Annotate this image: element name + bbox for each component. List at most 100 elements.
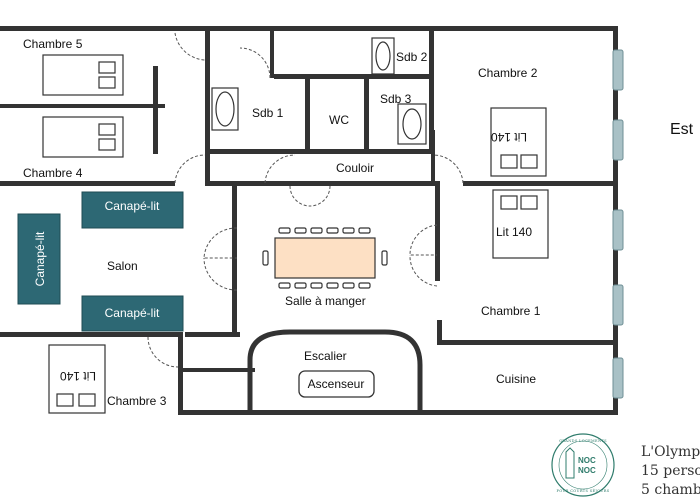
- chair-icon: [358, 282, 371, 289]
- label-chambre4: Chambre 4: [23, 166, 83, 180]
- window-1: [612, 49, 624, 91]
- wall-dining-right: [435, 181, 440, 281]
- walls: [0, 26, 618, 415]
- window-3: [612, 209, 624, 251]
- label-canape-bottom: Canapé-lit: [105, 306, 160, 320]
- wall-salon-bottom: [0, 332, 180, 337]
- pillow-icon: [98, 76, 116, 89]
- bed-chambre5-frame: [42, 54, 124, 96]
- info-line2: 15 perso: [641, 463, 700, 479]
- logo-bottom-text: POUR COURTS SÉJOURS: [557, 488, 610, 493]
- windows: [612, 49, 624, 399]
- chair-icon: [326, 227, 339, 234]
- pillow-icon: [520, 195, 538, 210]
- dining-table-top: [274, 237, 376, 279]
- pillow-icon: [500, 195, 518, 210]
- door-sdb1: [239, 47, 271, 79]
- info-line1: L'Olympe: [641, 444, 700, 460]
- label-wc: WC: [329, 113, 349, 127]
- door-chambre5: [174, 32, 206, 61]
- outer-wall-top: [0, 26, 618, 31]
- chair-icon: [262, 250, 269, 266]
- wall-sdb2-bottom: [274, 74, 434, 79]
- window-2: [612, 119, 624, 161]
- chair-icon: [278, 227, 291, 234]
- wall-c2-bottom: [463, 181, 618, 186]
- wall-wc-right: [364, 78, 369, 154]
- chair-icon: [342, 227, 355, 234]
- sofa-bed-top: [81, 191, 184, 229]
- label-sdb1: Sdb 1: [252, 106, 284, 120]
- shower-sdb3: [397, 103, 427, 145]
- bed-label-chambre2: Lit 140: [491, 130, 527, 144]
- stair-arch: [247, 329, 423, 412]
- chairs-top: [278, 227, 371, 234]
- label-ascenseur: Ascenseur: [308, 377, 365, 391]
- bed-chambre4: [42, 116, 124, 158]
- compass-label: Est: [670, 121, 694, 138]
- pillow-icon: [520, 154, 538, 169]
- bed-chambre4-frame: [42, 116, 124, 158]
- chair-icon: [310, 282, 323, 289]
- door-chambre4: [174, 154, 206, 184]
- info-line3: 5 chambr: [641, 482, 700, 498]
- logo-line2: NOC: [578, 466, 596, 475]
- sofa-bed-bottom: [81, 295, 184, 332]
- bed-chambre5: [42, 54, 124, 96]
- label-chambre5: Chambre 5: [23, 37, 83, 51]
- wall-c5-c4: [0, 104, 165, 108]
- wall-sdb1-top-divider: [270, 31, 274, 78]
- wall-c5-c4-post: [153, 66, 158, 154]
- bed-label-chambre1: Lit 140: [496, 225, 532, 239]
- pillow-icon: [500, 154, 518, 169]
- wall-couloir-right: [431, 130, 435, 186]
- doors: [147, 32, 464, 368]
- chairs-bottom: [278, 282, 371, 289]
- chair-icon: [294, 282, 307, 289]
- wall-bath-bottom: [205, 149, 431, 154]
- chair-icon: [381, 250, 388, 266]
- door-key-icon: [565, 447, 575, 479]
- pillow-icon: [56, 393, 74, 407]
- wall-couloir-bottom: [265, 181, 433, 186]
- door-chambre2: [432, 154, 464, 184]
- label-salon: Salon: [107, 259, 138, 273]
- door-chambre1: [409, 224, 438, 287]
- pillow-icon: [78, 393, 96, 407]
- wall-c4-bottom: [0, 181, 175, 186]
- logo-inner-ring: [558, 440, 608, 490]
- logo-line1: NOC: [578, 456, 596, 465]
- label-sdb2: Sdb 2: [396, 50, 428, 64]
- pillow-icon: [98, 138, 116, 151]
- shower-basin: [402, 108, 422, 140]
- chair-icon: [342, 282, 355, 289]
- wall-salon-right: [232, 181, 237, 336]
- bathtub-basin: [215, 91, 235, 127]
- shower-basin: [375, 41, 391, 71]
- label-canape-left: Canapé-lit: [33, 231, 47, 286]
- window-5: [612, 357, 624, 399]
- wall-chambre3-right: [178, 332, 183, 415]
- label-cuisine: Cuisine: [496, 372, 536, 386]
- label-sdb3: Sdb 3: [380, 92, 412, 106]
- bed-chambre1: [492, 189, 549, 259]
- wall-salon-bottom-right: [185, 332, 240, 337]
- door-dining-top: [289, 185, 331, 207]
- wall-c1-bottom: [437, 340, 618, 345]
- outer-wall-bottom: [180, 410, 618, 415]
- pillow-icon: [98, 61, 116, 74]
- wall-bath-right: [429, 31, 434, 154]
- label-chambre1: Chambre 1: [481, 304, 541, 318]
- logo-top-text: GRANDS LOGEMENTS: [559, 439, 607, 443]
- wall-wc-left: [305, 78, 310, 154]
- pillow-icon: [98, 123, 116, 136]
- chair-icon: [294, 227, 307, 234]
- dining-table: [262, 227, 388, 289]
- door-couloir-left: [264, 154, 296, 184]
- chair-icon: [278, 282, 291, 289]
- bathtub-sdb1: [211, 87, 239, 131]
- chair-icon: [310, 227, 323, 234]
- shower-sdb2: [371, 37, 395, 75]
- door-salon-dining: [203, 227, 238, 291]
